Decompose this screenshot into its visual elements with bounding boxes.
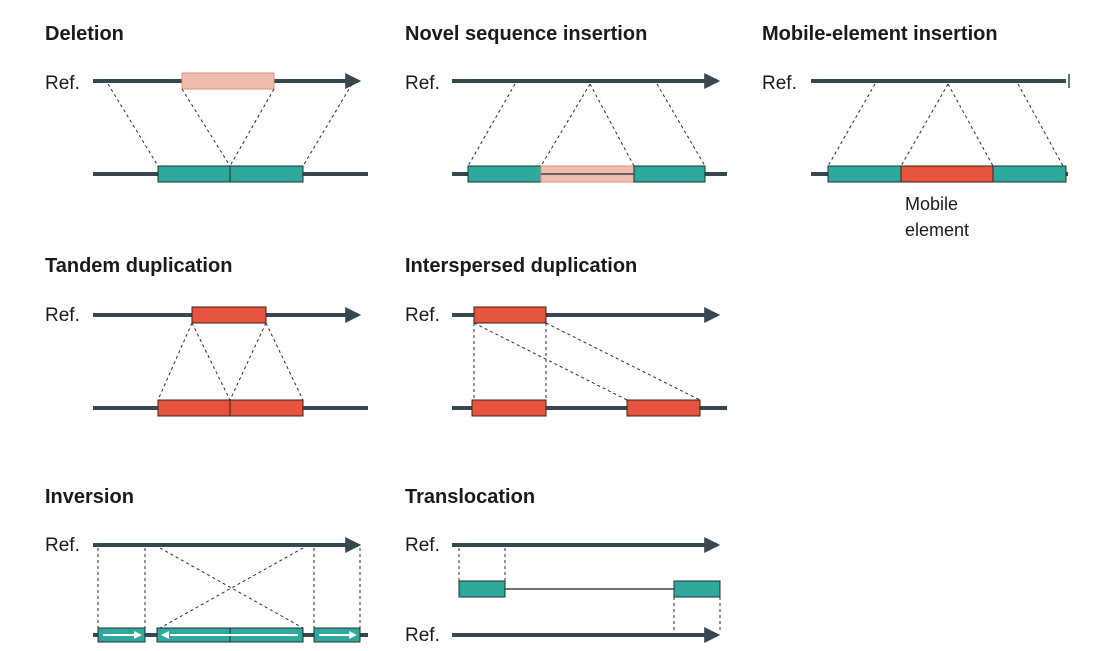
guide-line [947,83,994,167]
panel-title-deletion: Deletion [45,23,124,45]
guide-line [467,83,516,167]
panel-title-mobile-insertion: Mobile-element insertion [762,23,998,45]
translocated-segment-target [673,580,721,598]
panel-mobile-insertion: Mobile-element insertion Ref. Mobile ele… [762,23,1070,240]
duplicated-segment [473,306,547,324]
panel-title-tandem-duplication: Tandem duplication [45,255,232,277]
guide-line [540,83,591,167]
panel-novel-insertion: Novel sequence insertion Ref. [405,23,727,183]
ref-label-interspersed-duplication: Ref. [405,305,440,326]
panel-title-interspersed-duplication: Interspersed duplication [405,255,637,277]
guide-line [229,322,267,401]
orientation-arrowhead [134,631,142,639]
panel-translocation: Translocation Ref. Ref. [405,486,721,646]
guide-line [827,83,876,167]
guide-line [229,88,275,167]
duplicate-copy [626,399,701,417]
flanking-segment-right [633,165,706,183]
mobile-element-label-line1: Mobile [905,194,958,214]
inverted-orientation-arrowhead [161,631,169,639]
panel-title-novel-insertion: Novel sequence insertion [405,23,647,45]
duplicate-copy-1 [157,399,231,417]
flanking-segment-left [157,165,231,183]
flanking-segment-left [827,165,902,183]
mobile-element-label-line2: element [905,220,969,240]
guide-line [589,83,635,167]
guide-line [191,322,231,401]
panel-interspersed-duplication: Interspersed duplication Ref. [405,255,727,417]
translocated-segment-source [458,580,506,598]
ref-label-inversion: Ref. [45,535,80,556]
guide-line [656,83,706,167]
deleted-segment [181,72,275,90]
ref-label-deletion: Ref. [45,73,80,94]
duplicated-segment [191,306,267,324]
flanking-segment-right [229,165,304,183]
guide-line [265,322,304,401]
ref-label-mobile-insertion: Ref. [762,73,797,94]
ref-label-translocation-bottom: Ref. [405,625,440,646]
panel-inversion: Inversion Ref. [45,486,368,643]
panel-deletion: Deletion Ref. [45,23,368,183]
panel-title-translocation: Translocation [405,486,535,508]
guide-line [157,322,193,401]
orientation-arrowhead [349,631,357,639]
guide-line [107,83,159,167]
flanking-segment-right [992,165,1067,183]
guide-line [181,88,231,167]
guide-line [900,83,949,167]
guide-line [473,322,628,401]
ref-label-novel-insertion: Ref. [405,73,440,94]
mobile-element-segment [900,165,994,183]
original-copy [471,399,547,417]
duplicate-copy-2 [229,399,304,417]
panel-title-inversion: Inversion [45,486,134,508]
guide-line [545,322,701,401]
guide-line [302,83,353,167]
flanking-segment-left [467,165,542,183]
panel-tandem-duplication: Tandem duplication Ref. [45,255,368,417]
ref-label-translocation-top: Ref. [405,535,440,556]
ref-label-tandem-duplication: Ref. [45,305,80,326]
guide-line [1017,83,1064,167]
